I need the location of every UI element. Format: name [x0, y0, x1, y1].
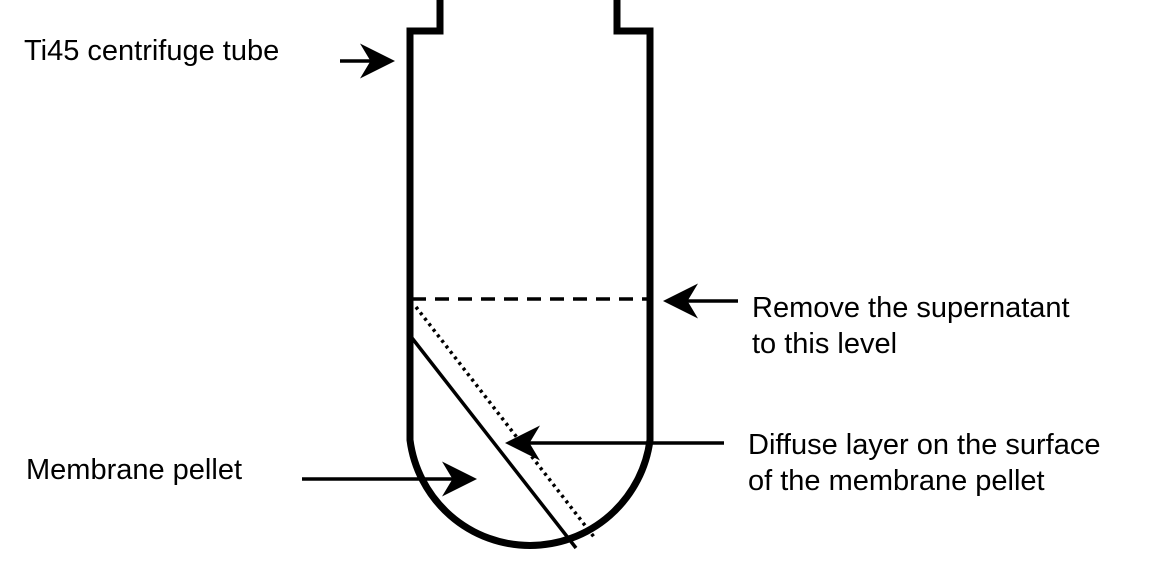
diffuse-layer-label: Diffuse layer on the surface of the memb…: [748, 427, 1101, 499]
diffuse-layer-label-line-1: Diffuse layer on the surface: [748, 429, 1101, 461]
membrane-pellet-label: Membrane pellet: [26, 454, 242, 486]
supernatant-label: Remove the supernatant to this level: [752, 290, 1070, 362]
supernatant-label-line-1: Remove the supernatant: [752, 292, 1070, 324]
tube-outline: [406, 0, 654, 549]
diffuse-layer-line: [414, 305, 596, 539]
tube-label: Ti45 centrifuge tube: [24, 35, 280, 67]
supernatant-label-line-2: to this level: [752, 328, 898, 360]
diffuse-layer-label-line-2: of the membrane pellet: [748, 465, 1045, 497]
pellet-surface-line: [410, 336, 578, 550]
